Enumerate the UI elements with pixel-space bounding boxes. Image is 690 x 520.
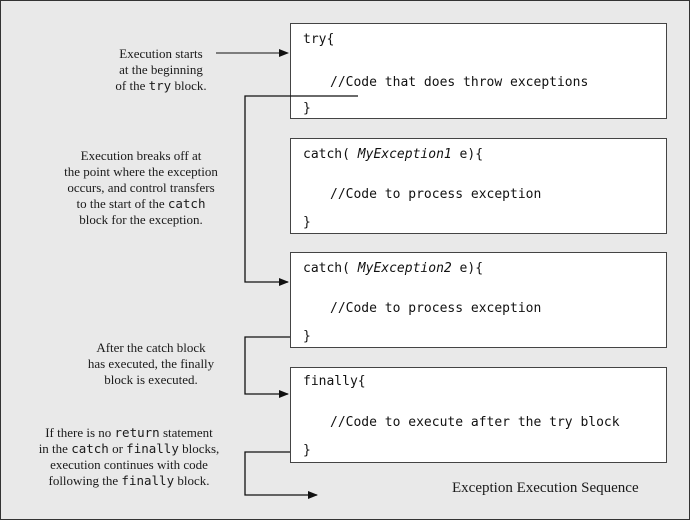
note-after-line-1: After the catch block xyxy=(96,340,206,355)
note-noreturn-return-keyword: return xyxy=(114,425,160,440)
try-close: } xyxy=(303,101,311,116)
catch1-body: //Code to process exception xyxy=(330,187,542,202)
catch-block-1: catch( MyException1 e){ //Code to proces… xyxy=(290,138,667,234)
try-body: //Code that does throw exceptions xyxy=(330,75,589,90)
note-breaks-line-5: block for the exception. xyxy=(79,212,203,227)
note-breaks-line-3: occurs, and control transfers xyxy=(67,180,215,195)
catch2-close: } xyxy=(303,329,311,344)
catch2-exception-type: MyException2 xyxy=(357,261,452,276)
arrow-exception-to-catch2 xyxy=(244,95,358,286)
catch1-close: } xyxy=(303,215,311,230)
note-noreturn-line-1: If there is no return statement xyxy=(15,425,243,441)
note-execution-breaks: Execution breaks off at the point where … xyxy=(41,148,241,228)
catch1-param: e){ xyxy=(451,147,484,162)
note-start-text-b: block. xyxy=(171,78,207,93)
try-block: try{ //Code that does throw exceptions } xyxy=(290,23,667,119)
note-noreturn-text-b: statement xyxy=(159,425,213,440)
note-breaks-line-4: to the start of the catch xyxy=(41,196,241,212)
finally-close: } xyxy=(303,443,311,458)
catch-block-2: catch( MyException2 e){ //Code to proces… xyxy=(290,252,667,348)
note-start-keyword: try xyxy=(148,78,172,93)
catch2-param: e){ xyxy=(451,261,484,276)
note-no-return: If there is no return statement in the c… xyxy=(15,425,243,489)
catch2-keyword: catch( xyxy=(303,261,358,276)
try-open: try{ xyxy=(303,32,335,47)
note-noreturn-text-d: or xyxy=(108,441,127,456)
note-breaks-keyword: catch xyxy=(167,196,206,211)
catch2-open: catch( MyException2 e){ xyxy=(303,261,483,276)
note-execution-starts: Execution starts at the beginning of the… xyxy=(91,46,231,94)
note-noreturn-finally-keyword-2: finally xyxy=(121,473,175,488)
arrow-catch-to-finally xyxy=(244,336,290,398)
note-noreturn-line-2: in the catch or finally blocks, xyxy=(15,441,243,457)
note-noreturn-text-c: in the xyxy=(38,441,72,456)
catch1-exception-type: MyException1 xyxy=(357,147,452,162)
note-noreturn-text-f: following the xyxy=(48,473,122,488)
note-after-catch: After the catch block has executed, the … xyxy=(71,340,231,388)
note-after-line-3: block is executed. xyxy=(104,372,198,387)
catch1-keyword: catch( xyxy=(303,147,358,162)
note-noreturn-finally-keyword: finally xyxy=(126,441,179,456)
finally-open: finally{ xyxy=(303,374,366,389)
note-noreturn-text-e: blocks, xyxy=(178,441,220,456)
note-noreturn-line-3: execution continues with code xyxy=(50,457,208,472)
finally-block: finally{ //Code to execute after the try… xyxy=(290,367,667,463)
note-noreturn-catch-keyword: catch xyxy=(71,441,109,456)
note-start-line-2: at the beginning xyxy=(119,62,203,77)
note-noreturn-text-a: If there is no xyxy=(45,425,115,440)
note-breaks-line-1: Execution breaks off at xyxy=(80,148,202,163)
note-breaks-line-2: the point where the exception xyxy=(64,164,218,179)
catch2-body: //Code to process exception xyxy=(330,301,542,316)
diagram-caption: Exception Execution Sequence xyxy=(452,480,639,496)
note-start-line-3: of the try block. xyxy=(91,78,231,94)
note-noreturn-text-g: block. xyxy=(174,473,210,488)
note-noreturn-line-4: following the finally block. xyxy=(15,473,243,489)
note-start-text-a: of the xyxy=(115,78,149,93)
note-breaks-text: to the start of the xyxy=(76,196,168,211)
catch1-open: catch( MyException1 e){ xyxy=(303,147,483,162)
finally-body: //Code to execute after the try block xyxy=(330,415,620,430)
arrow-finally-to-next xyxy=(244,451,318,499)
note-start-line-1: Execution starts xyxy=(119,46,203,61)
note-after-line-2: has executed, the finally xyxy=(87,356,215,371)
